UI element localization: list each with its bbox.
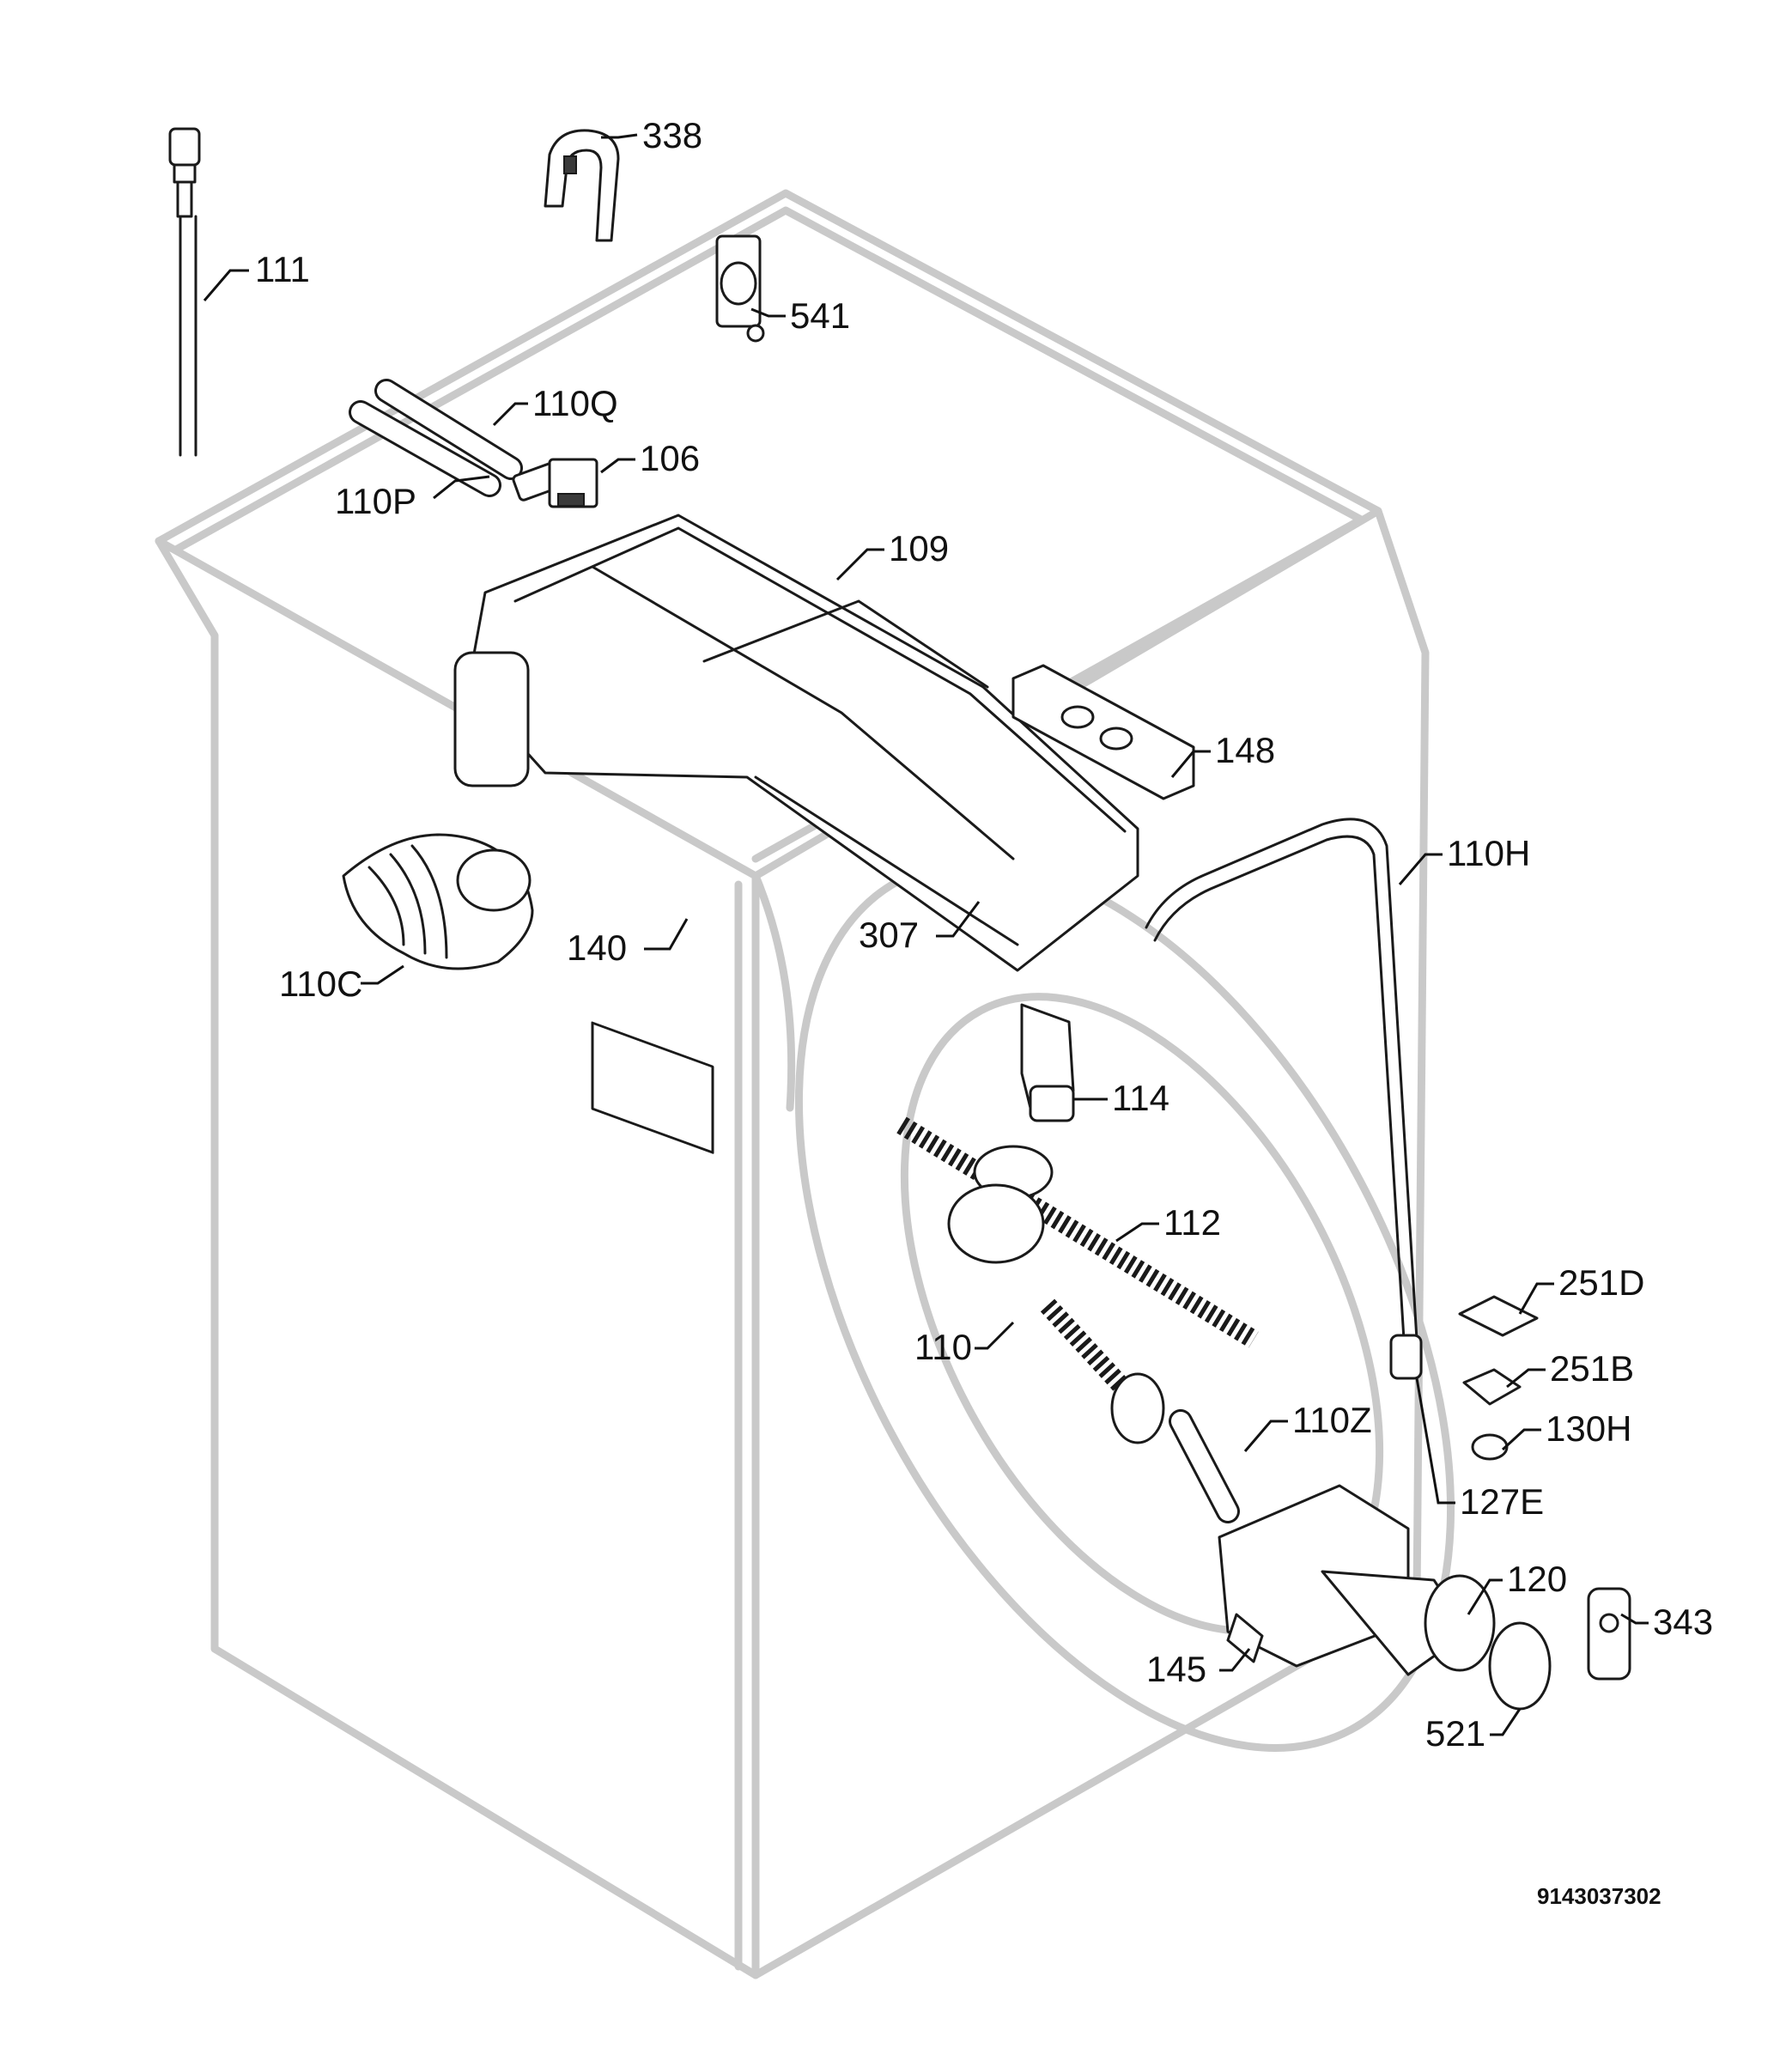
label-110P: 110P [335, 481, 416, 521]
clip-541 [715, 234, 765, 343]
valve-106 [512, 458, 598, 508]
document-number: 9143037302 [1537, 1883, 1661, 1909]
label-307: 307 [859, 915, 919, 955]
label-120: 120 [1507, 1559, 1567, 1599]
bellows-110C [342, 833, 534, 970]
hose-bracket-338 [544, 129, 620, 242]
drain-pump-120-145 [1218, 1484, 1552, 1711]
label-148: 148 [1215, 730, 1275, 770]
cabinet-outline [155, 189, 1455, 1979]
inlet-hose-111 [168, 127, 201, 457]
dispenser-housing-109 [453, 514, 1139, 1154]
label-112: 112 [1163, 1202, 1221, 1243]
small-parts [1458, 1295, 1631, 1681]
part-148 [1011, 664, 1195, 800]
label-338: 338 [642, 115, 702, 155]
label-130H: 130H [1546, 1408, 1631, 1449]
part-114 [1020, 1003, 1075, 1122]
label-110: 110 [914, 1327, 972, 1367]
leader-lines [203, 133, 1649, 1736]
label-110Q: 110Q [532, 383, 618, 423]
label-110C: 110C [279, 964, 362, 1004]
label-109: 109 [889, 528, 949, 568]
label-111: 111 [255, 249, 310, 289]
drain-assembly-110-112 [896, 1116, 1259, 1523]
hose-110H [1145, 818, 1423, 1380]
label-521: 521 [1425, 1713, 1485, 1754]
label-106: 106 [640, 438, 700, 478]
label-114: 114 [1112, 1078, 1169, 1118]
label-145: 145 [1146, 1649, 1206, 1689]
label-251B: 251B [1550, 1348, 1634, 1389]
label-140: 140 [567, 927, 627, 968]
label-127E: 127E [1460, 1481, 1544, 1522]
tubes-110Q-110P [349, 379, 523, 497]
label-343: 343 [1653, 1602, 1713, 1642]
label-541: 541 [790, 295, 850, 336]
label-251D: 251D [1558, 1262, 1644, 1303]
label-110Z: 110Z [1292, 1400, 1372, 1440]
label-110H: 110H [1447, 833, 1530, 873]
